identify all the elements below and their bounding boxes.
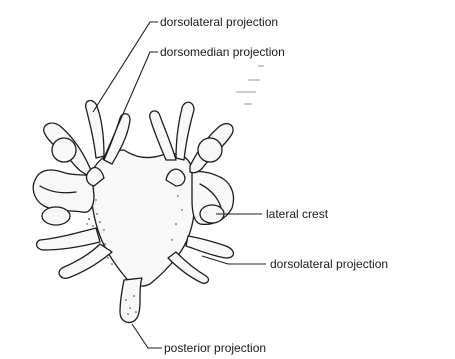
right-foramen bbox=[198, 138, 222, 162]
posterior-projection-shape bbox=[120, 278, 142, 323]
label-dorsolateral-right: dorsolateral projection bbox=[270, 257, 388, 271]
left-lateral-crest bbox=[33, 170, 94, 212]
leader-dorsolateral-top bbox=[93, 22, 158, 112]
label-dorsomedian: dorsomedian projection bbox=[160, 45, 285, 59]
left-ventral-process bbox=[37, 228, 100, 250]
leader-posterior bbox=[132, 324, 162, 348]
right-dorsolateral-projection bbox=[186, 236, 234, 258]
left-foramen bbox=[52, 138, 76, 162]
label-dorsolateral-top: dorsolateral projection bbox=[160, 15, 278, 29]
label-posterior: posterior projection bbox=[164, 341, 266, 355]
left-lower-wing bbox=[59, 244, 112, 278]
left-lower-foramen bbox=[42, 207, 70, 225]
leader-dorsolateral-right bbox=[202, 256, 266, 264]
right-inner-branch bbox=[150, 111, 176, 160]
smudge-marks bbox=[236, 66, 264, 104]
right-upper-branch bbox=[176, 102, 194, 160]
label-lateral-crest: lateral crest bbox=[266, 207, 329, 221]
